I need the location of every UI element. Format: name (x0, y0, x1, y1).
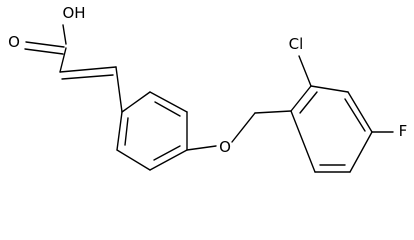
ring2-bond-1 (290, 85, 312, 112)
carboxylic-acid-group (24, 24, 67, 73)
right-benzene-ring (290, 85, 373, 173)
molecule-canvas: OH O O Cl F (8, 4, 408, 173)
bond-co-double-a (25, 41, 65, 48)
ring1-bond-1 (121, 91, 151, 113)
ring2-bond-3 (347, 91, 373, 133)
ring1-inner-bond-a (154, 101, 181, 117)
ring2-inner-bond-a (299, 91, 318, 114)
ether-oxygen-label: O (219, 138, 231, 156)
bond-ch2-ring (254, 110, 292, 114)
bond-ring-chlorine (298, 55, 312, 87)
carbonyl-oxygen-label: O (8, 33, 20, 51)
ring1-bond-4 (149, 149, 188, 171)
alkene-chain (59, 66, 123, 113)
structure-diagram: OH O O Cl F (8, 4, 408, 173)
ring1-bond-5 (116, 149, 151, 171)
fluorine-label: F (399, 122, 408, 140)
bond-alkene-double-a (59, 66, 117, 73)
ring1-bond-2 (149, 91, 188, 113)
bond-c-calpha (59, 47, 67, 73)
hydroxyl-label: OH (62, 4, 85, 22)
bond-oxygen-ch2 (231, 112, 256, 143)
ether-linkage (186, 110, 292, 151)
ring2-bond-6 (290, 110, 316, 173)
bond-co-double-b (24, 48, 64, 55)
bond-oh-c (62, 24, 67, 45)
bond-cbeta-ring (115, 66, 123, 113)
ring2-inner-bond-b (344, 98, 366, 132)
bond-alkene-double-b (61, 74, 114, 80)
left-benzene-ring (116, 91, 188, 171)
ring1-inner-bond-b (153, 145, 181, 161)
bond-ring-oxygen (186, 145, 217, 151)
ring1-bond-6 (116, 111, 123, 151)
ring1-inner-bond-c (124, 117, 129, 146)
ring2-bond-4 (349, 131, 373, 173)
chlorine-label: Cl (289, 35, 304, 53)
ring2-bond-2 (310, 85, 349, 93)
